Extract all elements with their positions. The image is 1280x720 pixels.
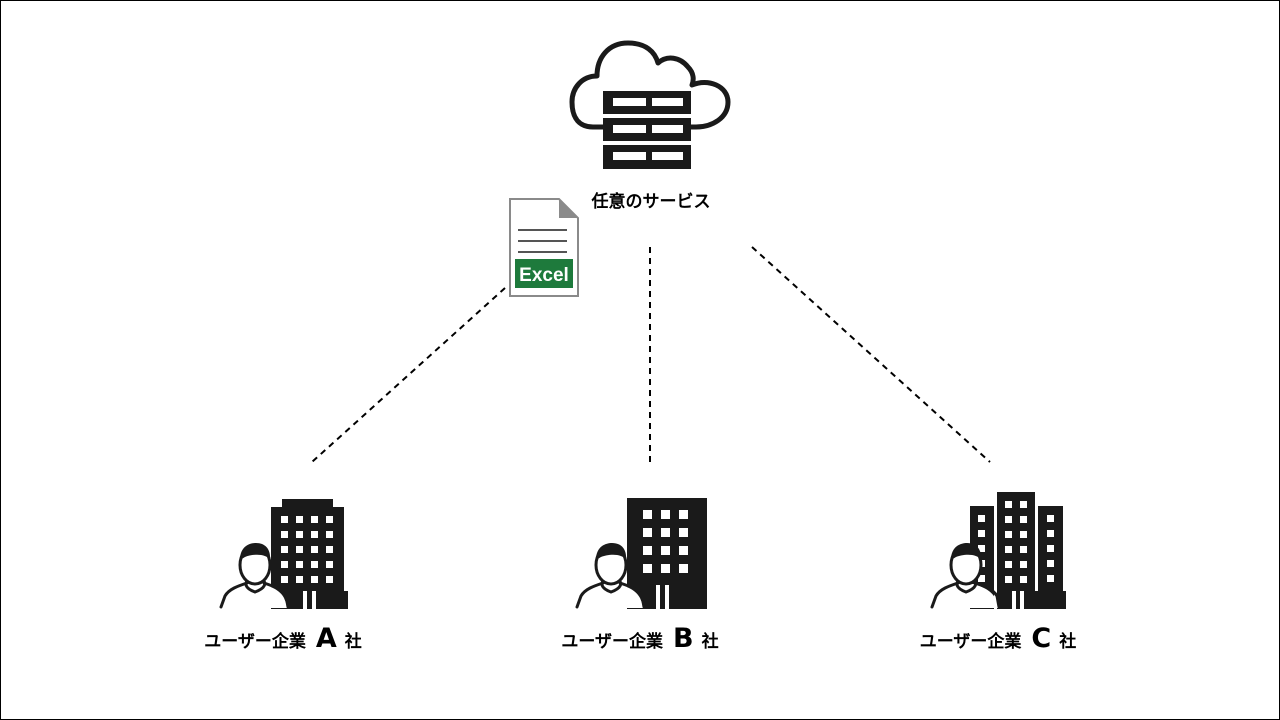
connection-line-c bbox=[751, 246, 991, 463]
company-c-icon bbox=[930, 492, 1066, 609]
cloud-server-icon bbox=[569, 40, 731, 169]
company-a-icon bbox=[219, 499, 348, 609]
connection-line-a bbox=[311, 287, 506, 463]
company-a-label: ユーザー企業 A 社 bbox=[204, 623, 362, 654]
company-b-suffix: 社 bbox=[701, 632, 719, 652]
company-a-suffix: 社 bbox=[344, 632, 362, 652]
company-b-label: ユーザー企業 B 社 bbox=[561, 623, 718, 654]
company-a-letter: A bbox=[315, 623, 337, 654]
connection-lines bbox=[311, 246, 991, 463]
company-c-label: ユーザー企業 C 社 bbox=[920, 623, 1077, 654]
company-b-prefix: ユーザー企業 bbox=[561, 632, 664, 652]
company-a-prefix: ユーザー企業 bbox=[204, 632, 306, 652]
company-c-suffix: 社 bbox=[1059, 632, 1077, 652]
company-c-letter: C bbox=[1031, 623, 1052, 654]
service-label: 任意のサービス bbox=[591, 192, 711, 212]
excel-file-icon: Excel bbox=[509, 198, 579, 297]
company-b-letter: B bbox=[673, 623, 694, 654]
excel-label: Excel bbox=[519, 265, 569, 286]
company-c-prefix: ユーザー企業 bbox=[919, 632, 1022, 652]
company-b-icon bbox=[575, 498, 707, 609]
